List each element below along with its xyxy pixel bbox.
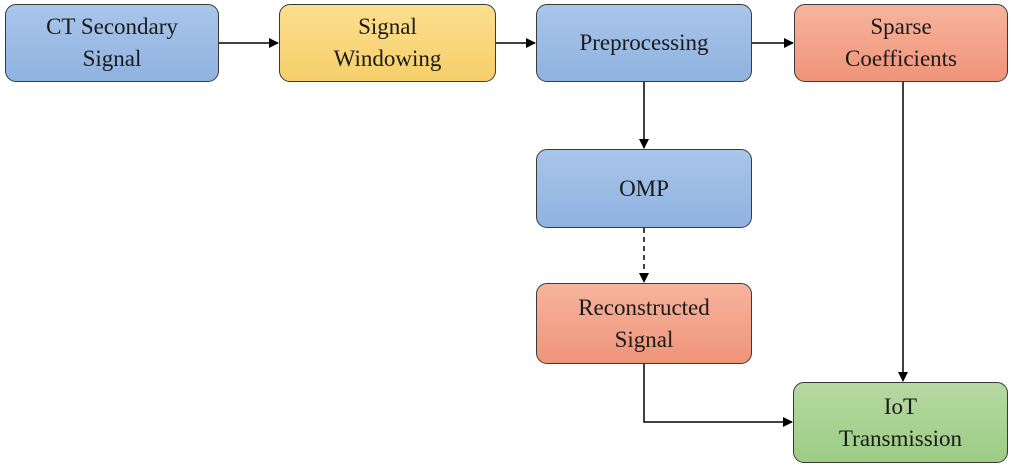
node-omp: OMP: [536, 149, 752, 228]
node-label: IoT Transmission: [838, 393, 963, 451]
node-label: Reconstructed Signal: [578, 294, 710, 352]
node-iot-transmission: IoT Transmission: [793, 382, 1008, 463]
node-ct-secondary-signal: CT Secondary Signal: [5, 4, 219, 82]
node-reconstructed-signal: Reconstructed Signal: [536, 283, 752, 364]
node-sparse-coefficients: Sparse Coefficients: [794, 4, 1008, 82]
node-label: Sparse Coefficients: [845, 14, 957, 71]
node-label: CT Secondary Signal: [46, 14, 178, 71]
node-label: Signal Windowing: [333, 14, 442, 71]
node-preprocessing: Preprocessing: [536, 4, 752, 82]
node-label: OMP: [619, 175, 669, 201]
edge-reconstructed-to-iot: [643, 364, 793, 427]
node-label: Preprocessing: [579, 30, 709, 55]
node-signal-windowing: Signal Windowing: [279, 4, 496, 82]
